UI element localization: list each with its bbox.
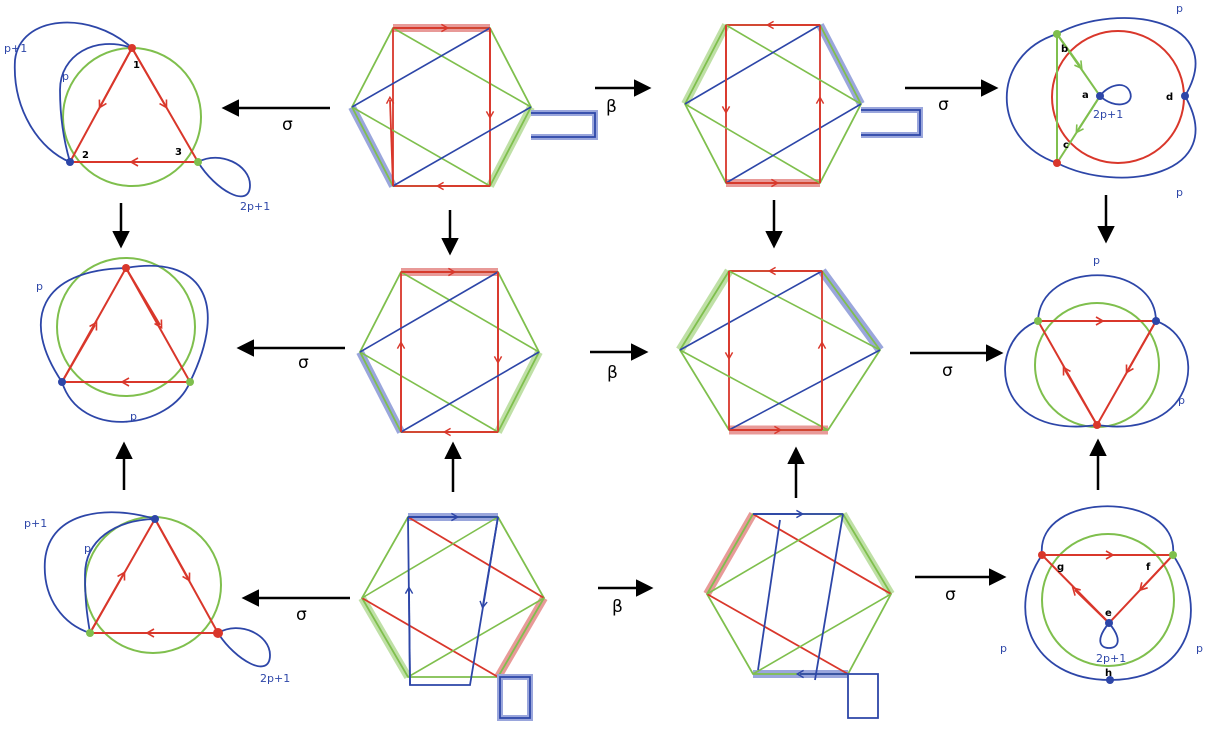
hexagon-graph-r1c3 [681, 20, 923, 188]
loop-label-p-top-r1c4: p [1176, 2, 1183, 15]
sigma-label-r3-right: σ [945, 585, 956, 605]
vertex-label-c: c [1063, 140, 1069, 151]
hexagon-graph-r2c3 [676, 266, 884, 435]
triangle-graph-r1c1: 1 2 3 p+1 p 2p+1 [4, 21, 270, 213]
loop-label-p-r3c4-left: p [1000, 642, 1007, 655]
loop-label-p-r2c1-top: p [36, 280, 43, 293]
triangle-graph-r3c1: p+1 p 2p+1 [24, 511, 290, 685]
loop-label-p-plus-1: p+1 [4, 42, 27, 55]
vertex-label-b: b [1061, 44, 1068, 55]
loop-label-p-r2c4-bottom: p [1178, 394, 1185, 407]
sigma-label-r3-left: σ [296, 605, 307, 625]
vertex-label-1: 1 [133, 60, 140, 71]
loop-label-2p-plus-1-r3c4: 2p+1 [1096, 652, 1126, 665]
loop-label-2p-plus-1-r3c1: 2p+1 [260, 672, 290, 685]
hexagon-graph-r3c2 [358, 512, 548, 721]
triangle-graph-r2c4: p p [1004, 254, 1190, 429]
vertex-label-d: d [1166, 92, 1173, 103]
vertex-label-h: h [1105, 668, 1112, 679]
hexagon-graph-r1c2 [348, 23, 598, 191]
sigma-label-r1-right: σ [938, 95, 949, 115]
hexagon-graph-r3c3 [703, 509, 895, 719]
vertex-label-g: g [1057, 562, 1064, 573]
vertex-label-3: 3 [175, 147, 182, 158]
vertex-label-f: f [1146, 562, 1151, 573]
triangle-graph-r3c4: g f e h 2p+1 p p [1000, 505, 1203, 684]
loop-label-p-r2c4-top: p [1093, 254, 1100, 267]
hexagon-graph-r2c2 [356, 267, 543, 437]
vertex-label-a: a [1082, 90, 1089, 101]
sigma-label-r2-left: σ [298, 353, 309, 373]
beta-label-r1: β [606, 97, 617, 117]
loop-label-p-r3c1: p [84, 542, 91, 555]
loop-label-p-plus-1-r3c1: p+1 [24, 517, 47, 530]
loop-label-p-r2c1-bottom: p [130, 410, 137, 423]
loop-label-p: p [62, 70, 69, 83]
beta-label-r2: β [607, 363, 618, 383]
sigma-label-r2-right: σ [942, 361, 953, 381]
triangle-graph-r1c4: b c a d 2p+1 p p [1005, 2, 1197, 199]
vertex-label-e: e [1105, 608, 1112, 619]
loop-label-p-bottom-r1c4: p [1176, 186, 1183, 199]
vertex-label-2: 2 [82, 150, 89, 161]
sigma-label-r1-left: σ [282, 115, 293, 135]
loop-label-2p-plus-1: 2p+1 [240, 200, 270, 213]
triangle-graph-r2c1: p p [36, 257, 209, 423]
loop-label-p-r3c4-right: p [1196, 642, 1203, 655]
loop-label-2p-plus-1-r1c4: 2p+1 [1093, 108, 1123, 121]
beta-label-r3: β [612, 597, 623, 617]
